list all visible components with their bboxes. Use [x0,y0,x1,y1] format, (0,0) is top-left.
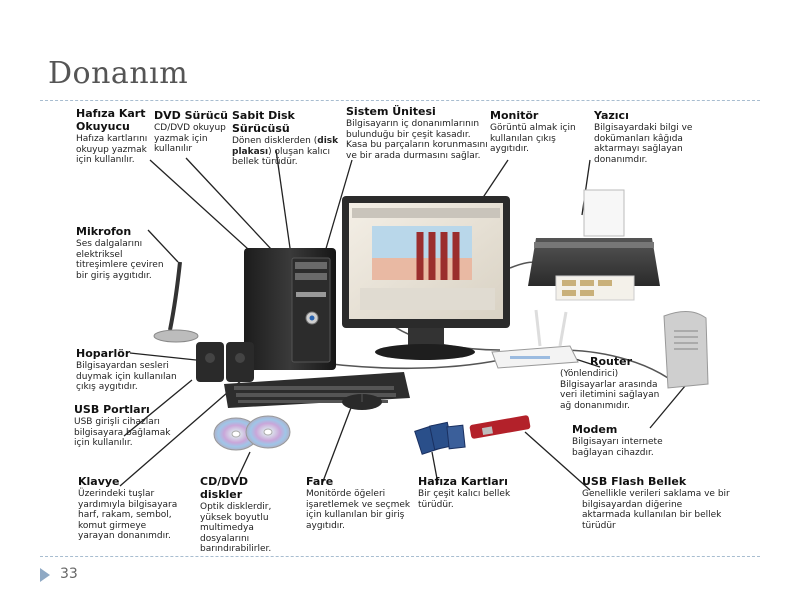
label-dvd-drive: DVD Sürücü CD/DVD okuyup yazmak için kul… [154,109,236,155]
label-desc: Bilgisayarı internete bağlayan cihazdır. [572,436,663,458]
label-desc: (Yönlendirici) Bilgisayarlar arasında ve… [560,368,660,411]
label-system-unit: Sistem Ünitesi Bilgisayarın iç donanımla… [346,105,488,161]
label-desc: Bilgisayardan sesleri duymak için kullan… [76,360,177,393]
top-divider [40,100,760,101]
label-desc: Genellikle verileri saklama ve bir bilgi… [582,488,730,531]
label-memory-card-reader: Hafıza Kart Okuyucu Hafıza kartlarını ok… [76,107,162,166]
label-desc: Görüntü almak için kullanılan çıkış aygı… [490,122,576,155]
label-title: Hafıza Kartları [418,475,508,488]
label-mouse: Fare Monitörde öğeleri işaretlemek ve se… [306,475,418,531]
label-title: Hafıza Kart Okuyucu [76,107,146,133]
pager-arrow-icon [40,568,50,582]
label-title: Sabit Disk Sürücüsü [232,109,295,135]
system-unit-icon [244,248,336,370]
label-title: Monitör [490,109,539,122]
memory-card-icon [414,421,466,455]
slide-title: Donanım [48,56,189,91]
label-router: Router (Yönlendirici) Bilgisayarlar aras… [560,355,670,411]
modem-icon [663,311,709,389]
label-usb-ports: USB Portları USB girişli cihazları bilgi… [74,403,178,449]
label-desc: Bir çeşit kalıcı bellek türüdür. [418,488,511,510]
label-title: Yazıcı [594,109,629,122]
label-title: Mikrofon [76,225,132,238]
speaker-icon [196,342,254,382]
label-desc: Optik disklerdir, yüksek boyutlu multime… [200,501,272,555]
monitor-icon [342,196,510,360]
usb-flash-icon [469,415,531,439]
label-title: CD/DVD diskler [200,475,248,501]
label-cd-dvd-discs: CD/DVD diskler Optik disklerdir, yüksek … [200,475,288,555]
label-title: DVD Sürücü [154,109,228,122]
label-monitor: Monitör Görüntü almak için kullanılan çı… [490,109,588,155]
label-hard-disk: Sabit Disk Sürücüsü Dönen disklerden (di… [232,109,340,168]
router-icon [491,309,579,369]
label-memory-cards: Hafıza Kartları Bir çeşit kalıcı bellek … [418,475,522,510]
label-keyboard: Klavye Üzerindeki tuşlar yardımıyla bilg… [78,475,182,542]
label-modem: Modem Bilgisayarı internete bağlayan cih… [572,423,676,458]
label-desc: Ses dalgalarını elektriksel titreşimlere… [76,238,164,281]
page-number: 33 [60,566,78,582]
label-desc: Bilgisayarın iç donanımlarının bulunduğu… [346,118,488,161]
label-title: Sistem Ünitesi [346,105,436,118]
label-title: Router [590,355,633,368]
label-speaker: Hoparlör Bilgisayardan sesleri duymak iç… [76,347,190,393]
label-title: Modem [572,423,618,436]
label-desc: Üzerindeki tuşlar yardımıyla bilgisayara… [78,488,178,542]
label-title: USB Portları [74,403,150,416]
label-desc: USB girişli cihazları bilgisayara bağlam… [74,416,171,449]
label-printer: Yazıcı Bilgisayardaki bilgi ve dokümanla… [594,109,714,165]
label-desc: CD/DVD okuyup yazmak için kullanılır [154,122,226,155]
mouse-icon [342,394,382,410]
printer-icon [528,189,660,301]
label-title: Fare [306,475,334,488]
bottom-divider [40,556,760,557]
label-title: Hoparlör [76,347,131,360]
microphone-icon [153,261,199,343]
label-desc: Hafıza kartlarını okuyup yazmak için kul… [76,133,148,166]
cd-dvd-icon [213,415,291,451]
label-desc: Dönen disklerden (disk plakası) oluşan k… [232,135,339,168]
label-usb-flash: USB Flash Bellek Genellikle verileri sak… [582,475,732,531]
label-title: Klavye [78,475,120,488]
label-desc: Bilgisayardaki bilgi ve dokümanları kâğı… [594,122,693,165]
label-microphone: Mikrofon Ses dalgalarını elektriksel tit… [76,225,170,281]
label-desc: Monitörde öğeleri işaretlemek ve seçmek … [306,488,411,531]
label-title: USB Flash Bellek [582,475,687,488]
